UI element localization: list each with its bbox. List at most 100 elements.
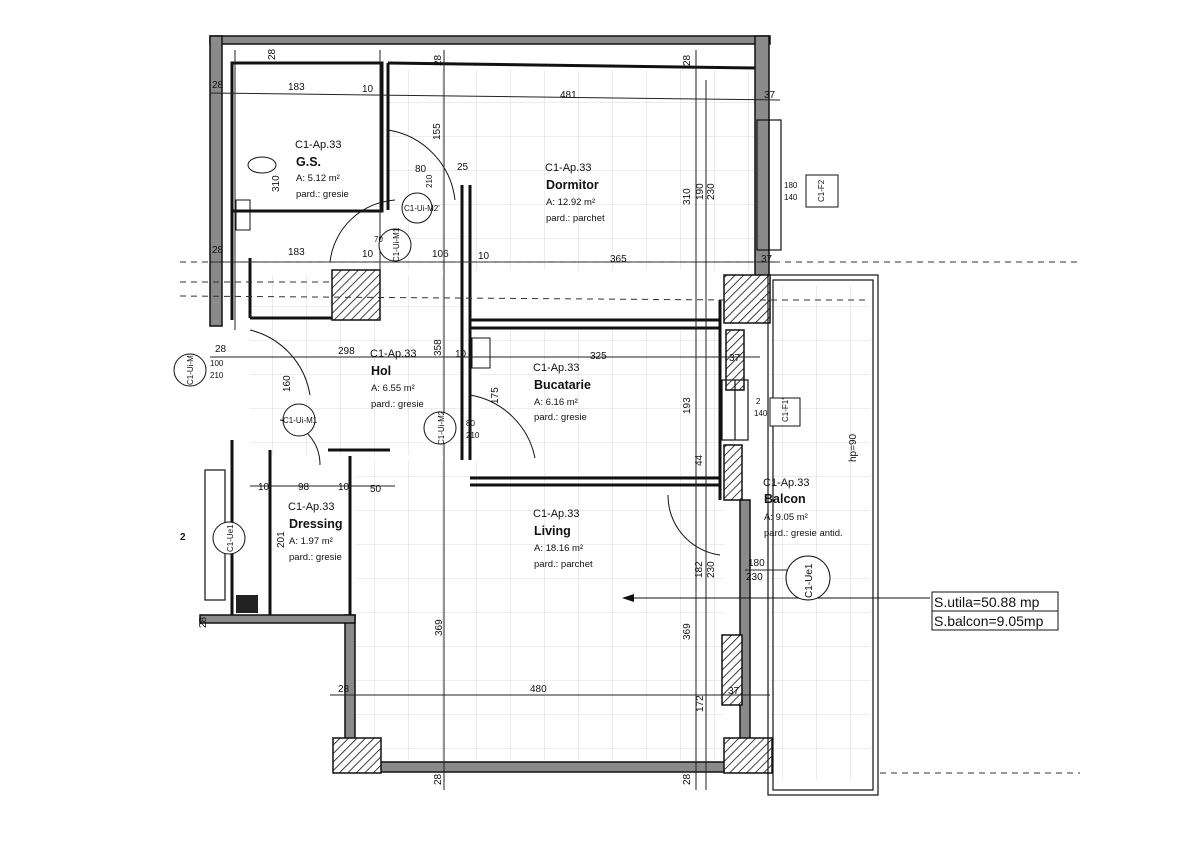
- dim-160: 160: [282, 375, 293, 392]
- column-bottom-left: [332, 737, 382, 774]
- dimension-labels: 28 183 10 481 37 310 155 80 25 210 310 1…: [180, 48, 859, 785]
- dim-25: 25: [457, 162, 469, 173]
- room-code: C1-Ap.33: [295, 139, 341, 151]
- room-area: A: 18.16 m²: [534, 543, 583, 554]
- dim-18: 10: [258, 482, 270, 493]
- room-code: C1-Ap.33: [370, 348, 416, 360]
- dim-28-d: 28: [338, 684, 350, 695]
- dim-210-b: 210: [210, 371, 224, 380]
- room-area: A: 6.16 m²: [534, 397, 578, 408]
- room-floor: pard.: gresie: [296, 189, 349, 200]
- door-tags: C1-Ui-M2' C1-Ui-M1 C1-Ui-M1 C1-Ui-M2 C1-…: [173, 192, 831, 601]
- door-tag-3: C1-Ui-M1: [283, 416, 318, 425]
- dim-193: 193: [682, 397, 693, 414]
- dim-28-e: 28: [433, 773, 444, 785]
- dim-175: 175: [490, 387, 501, 404]
- dim-310-a: 310: [271, 175, 282, 192]
- room-dressing: C1-Ap.33 Dressing A: 1.97 m² pard.: gres…: [288, 501, 343, 563]
- room-code: C1-Ap.33: [545, 162, 591, 174]
- room-name: Hol: [371, 364, 391, 378]
- dim-28-i: 28: [267, 48, 278, 60]
- dim-190: 190: [695, 183, 706, 200]
- dim-481: 481: [560, 90, 577, 101]
- dim-28-c: 28: [215, 344, 227, 355]
- bedroom-floor: [385, 70, 755, 270]
- dim-230-a: 230: [706, 183, 717, 200]
- room-hol: C1-Ap.33 Hol A: 6.55 m² pard.: gresie: [370, 348, 424, 410]
- door-tag-5: C1-Ue1: [804, 563, 815, 598]
- bathroom-fixtures: [235, 156, 491, 613]
- dim-325: 325: [590, 351, 607, 362]
- dim-98: 98: [298, 482, 310, 493]
- column-living-bottom: [721, 634, 743, 706]
- dim-10-a: 10: [362, 84, 374, 95]
- dim-230-c: 230: [746, 572, 763, 583]
- dim-172: 172: [695, 695, 706, 712]
- room-name: Dormitor: [546, 178, 599, 192]
- dim-10-d: 10: [455, 349, 467, 360]
- dim-230-b: 230: [706, 561, 717, 578]
- dim-10-e: 10: [338, 482, 350, 493]
- room-bucatarie: C1-Ap.33 Bucatarie A: 6.16 m² pard.: gre…: [533, 362, 591, 423]
- dim-183-a: 183: [288, 82, 305, 93]
- room-code: C1-Ap.33: [533, 508, 579, 520]
- dim-28-h: 28: [682, 54, 693, 66]
- room-balcon: C1-Ap.33 Balcon A: 9.05 m² pard.: gresie…: [763, 477, 843, 539]
- living-floor: [355, 460, 725, 760]
- room-name: Living: [534, 524, 571, 538]
- dim-44: 44: [694, 454, 705, 466]
- room-code: C1-Ap.33: [533, 362, 579, 374]
- dim-183-b: 183: [288, 247, 305, 258]
- dim-80-b: 80: [466, 419, 475, 428]
- dim-310-b: 310: [682, 188, 693, 205]
- column-living: [723, 444, 743, 501]
- dim-10-b: 10: [362, 249, 374, 260]
- dim-201: 201: [276, 531, 287, 548]
- room-floor: pard.: gresie antid.: [764, 528, 843, 539]
- window-tag-box-f2: [805, 174, 839, 208]
- dim-37-d: 37: [728, 686, 740, 697]
- room-name: Bucatarie: [534, 378, 591, 392]
- dim-180-b: 180: [748, 558, 765, 569]
- summary-balcon: S.balcon=9.05mp: [934, 613, 1044, 629]
- dim-210-c: 210: [466, 431, 480, 440]
- room-area: A: 1.97 m²: [289, 536, 333, 547]
- dim-28-j: 28: [198, 616, 209, 628]
- dim-180-a: 180: [784, 181, 798, 190]
- dim-480: 480: [530, 684, 547, 695]
- room-area: A: 6.55 m²: [371, 383, 415, 394]
- dim-70: 70: [374, 235, 383, 244]
- axis-lines: [179, 261, 1080, 774]
- door-tag-6: C1-Ue1: [226, 524, 235, 552]
- room-code: C1-Ap.33: [763, 477, 809, 489]
- room-name: G.S.: [296, 155, 321, 169]
- balcony-railing: [767, 274, 879, 796]
- dim-182: 182: [694, 561, 705, 578]
- room-floor: pard.: gresie: [371, 399, 424, 410]
- room-name: Balcon: [764, 492, 806, 506]
- room-floor: pard.: gresie: [289, 552, 342, 563]
- room-gs: C1-Ap.33 G.S. A: 5.12 m² pard.: gresie: [295, 139, 349, 200]
- room-floor: pard.: parchet: [534, 559, 593, 570]
- dim-369-b: 369: [682, 623, 693, 640]
- window-tag-box-f1: [769, 397, 801, 427]
- dim-155: 155: [432, 123, 443, 140]
- dim-28-f: 28: [682, 773, 693, 785]
- door-tag-1: C1-Ui-M2': [404, 204, 440, 213]
- dim-140-b: 140: [754, 409, 768, 418]
- column-bottom-right: [723, 737, 773, 774]
- dimension-lines: [209, 50, 790, 790]
- room-floor: pard.: gresie: [534, 412, 587, 423]
- door-tag-2: C1-Ui-M1: [392, 227, 401, 262]
- dim-90: 2: [756, 397, 761, 406]
- room-name: Dressing: [289, 517, 343, 531]
- column-hall: [331, 269, 381, 321]
- dim-37-b: 37: [761, 254, 773, 265]
- dim-80-a: 80: [415, 164, 427, 175]
- door-swings: [249, 129, 721, 556]
- dim-37-c: 37: [729, 353, 741, 364]
- room-living: C1-Ap.33 Living A: 18.16 m² pard.: parch…: [533, 508, 593, 570]
- dim-298: 298: [338, 346, 355, 357]
- window-tag-f1: C1-F1': [781, 398, 790, 422]
